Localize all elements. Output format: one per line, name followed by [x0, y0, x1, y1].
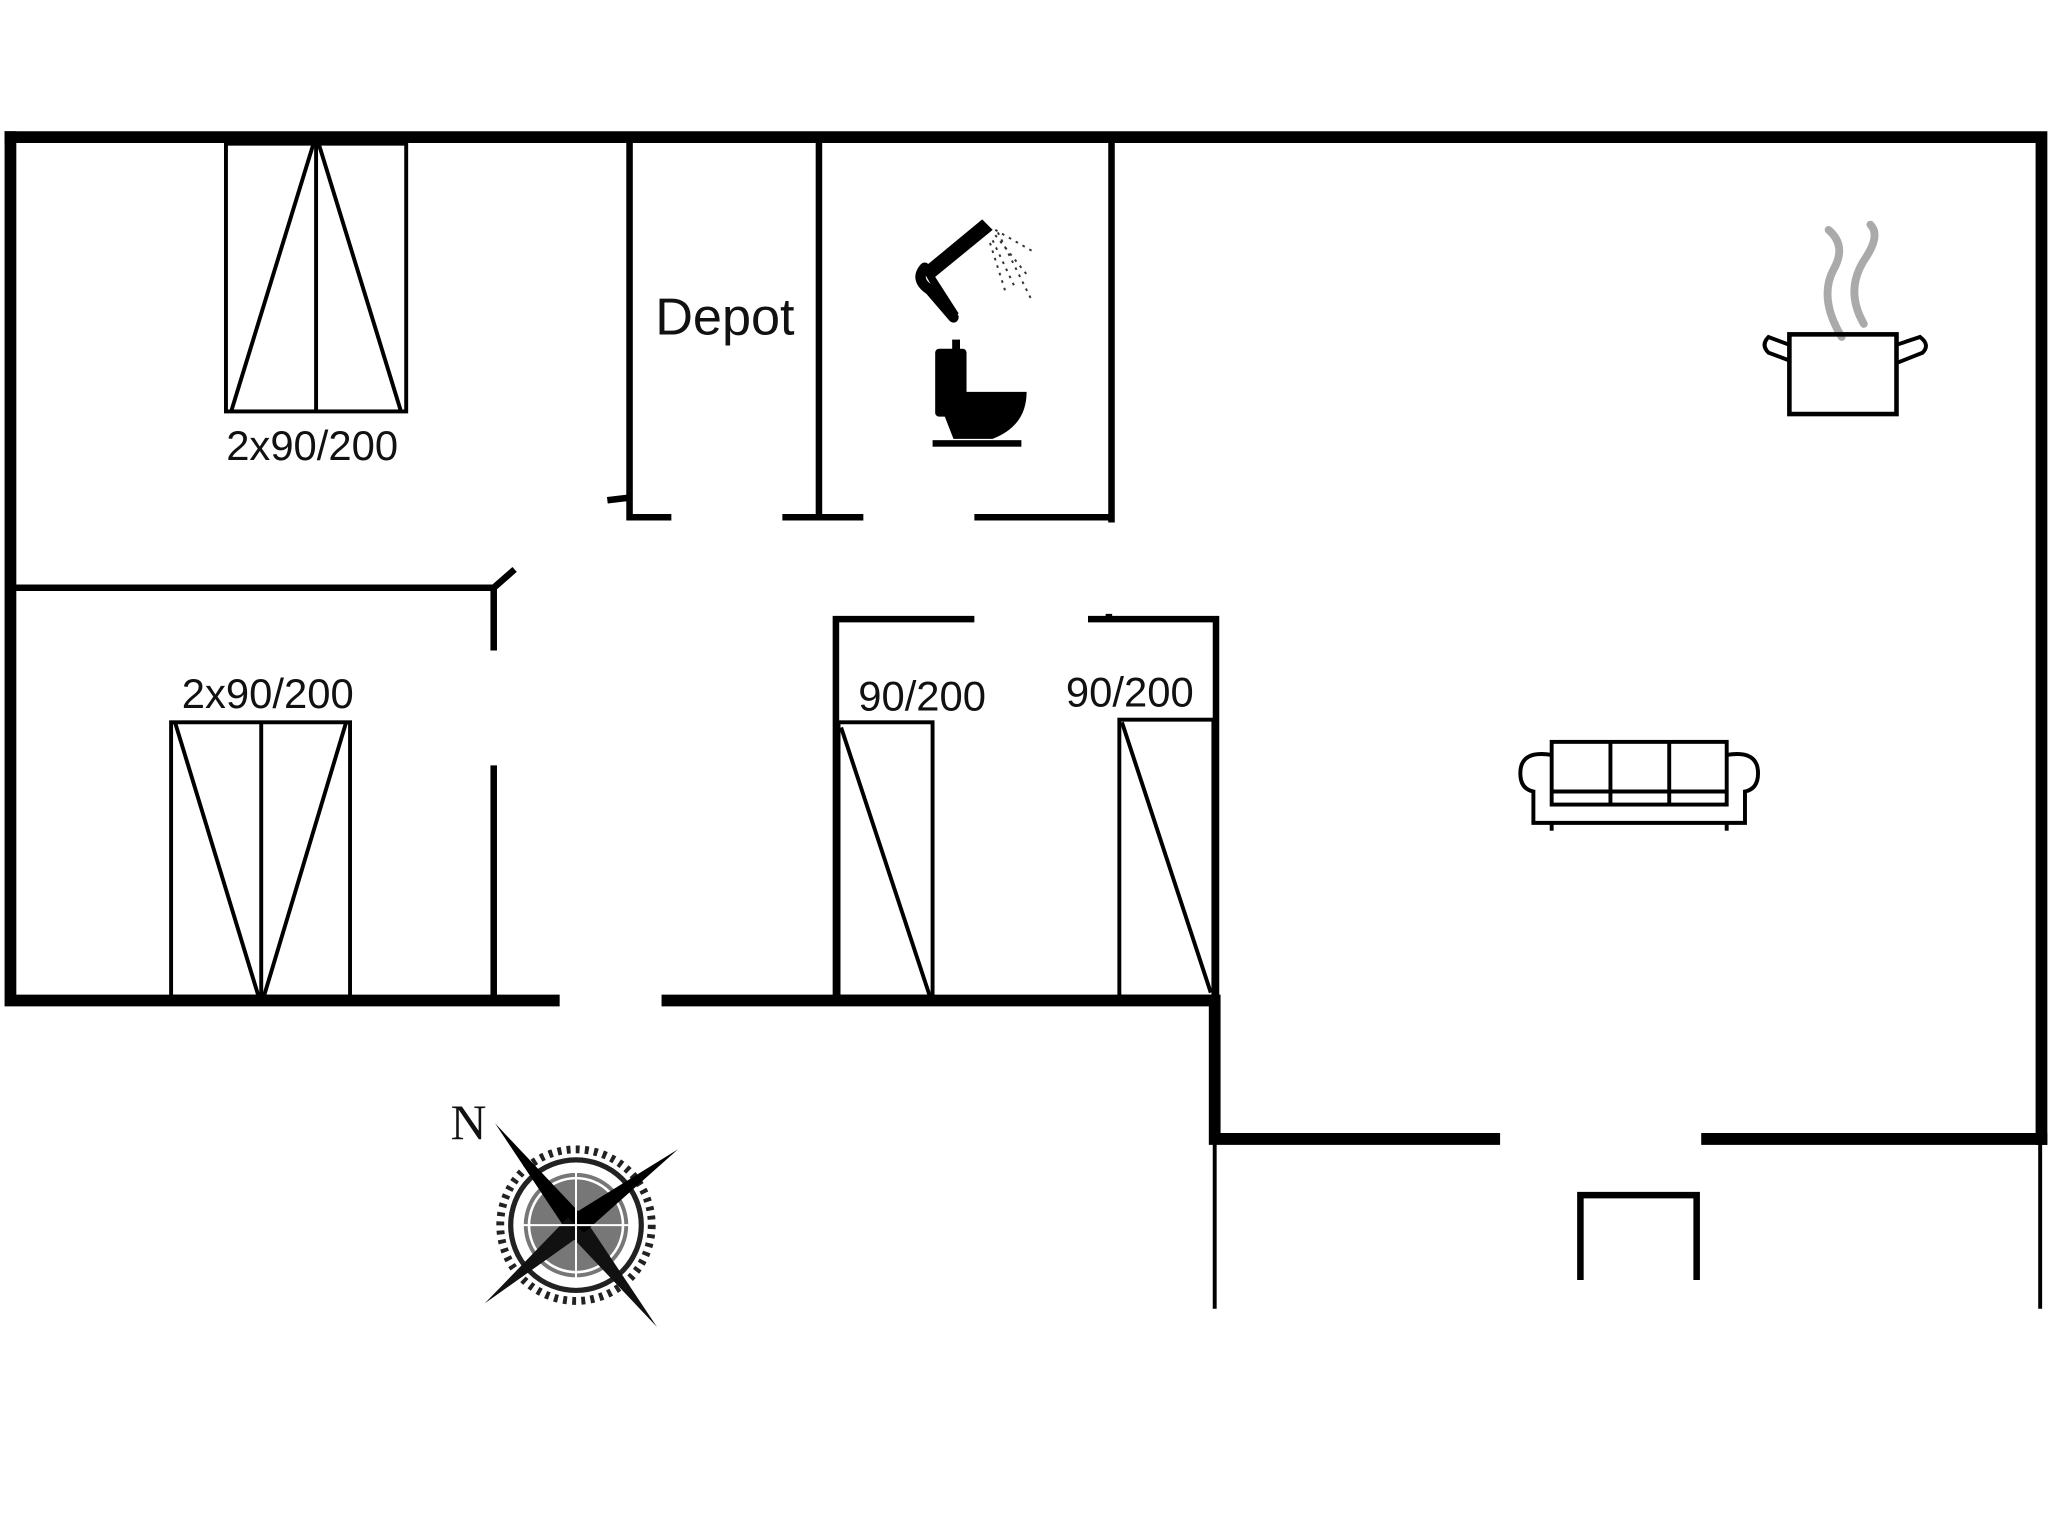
shower-icon [915, 219, 1033, 323]
compass-rose-icon [484, 1123, 678, 1328]
bed-double-top [224, 141, 409, 414]
room-label-depot: Depot [655, 288, 795, 346]
sofa-icon [1518, 739, 1761, 831]
toilet-icon [932, 339, 1027, 447]
bed-double-bottom [169, 720, 352, 999]
bed-label-bedroom-2: 2x90/200 [182, 670, 354, 717]
bed-label-bedroom-3: 90/200 [858, 673, 986, 720]
bed-single-1 [836, 720, 935, 999]
bed-label-bedroom-4: 90/200 [1066, 669, 1194, 716]
interior-walls [13, 141, 2043, 1309]
bed-label-bedroom-1: 2x90/200 [226, 422, 398, 469]
compass-north-label: N [451, 1095, 487, 1150]
bed-single-2 [1117, 717, 1216, 999]
exterior-walls [4, 131, 2048, 1145]
cooking-pot-icon [1762, 220, 1928, 417]
